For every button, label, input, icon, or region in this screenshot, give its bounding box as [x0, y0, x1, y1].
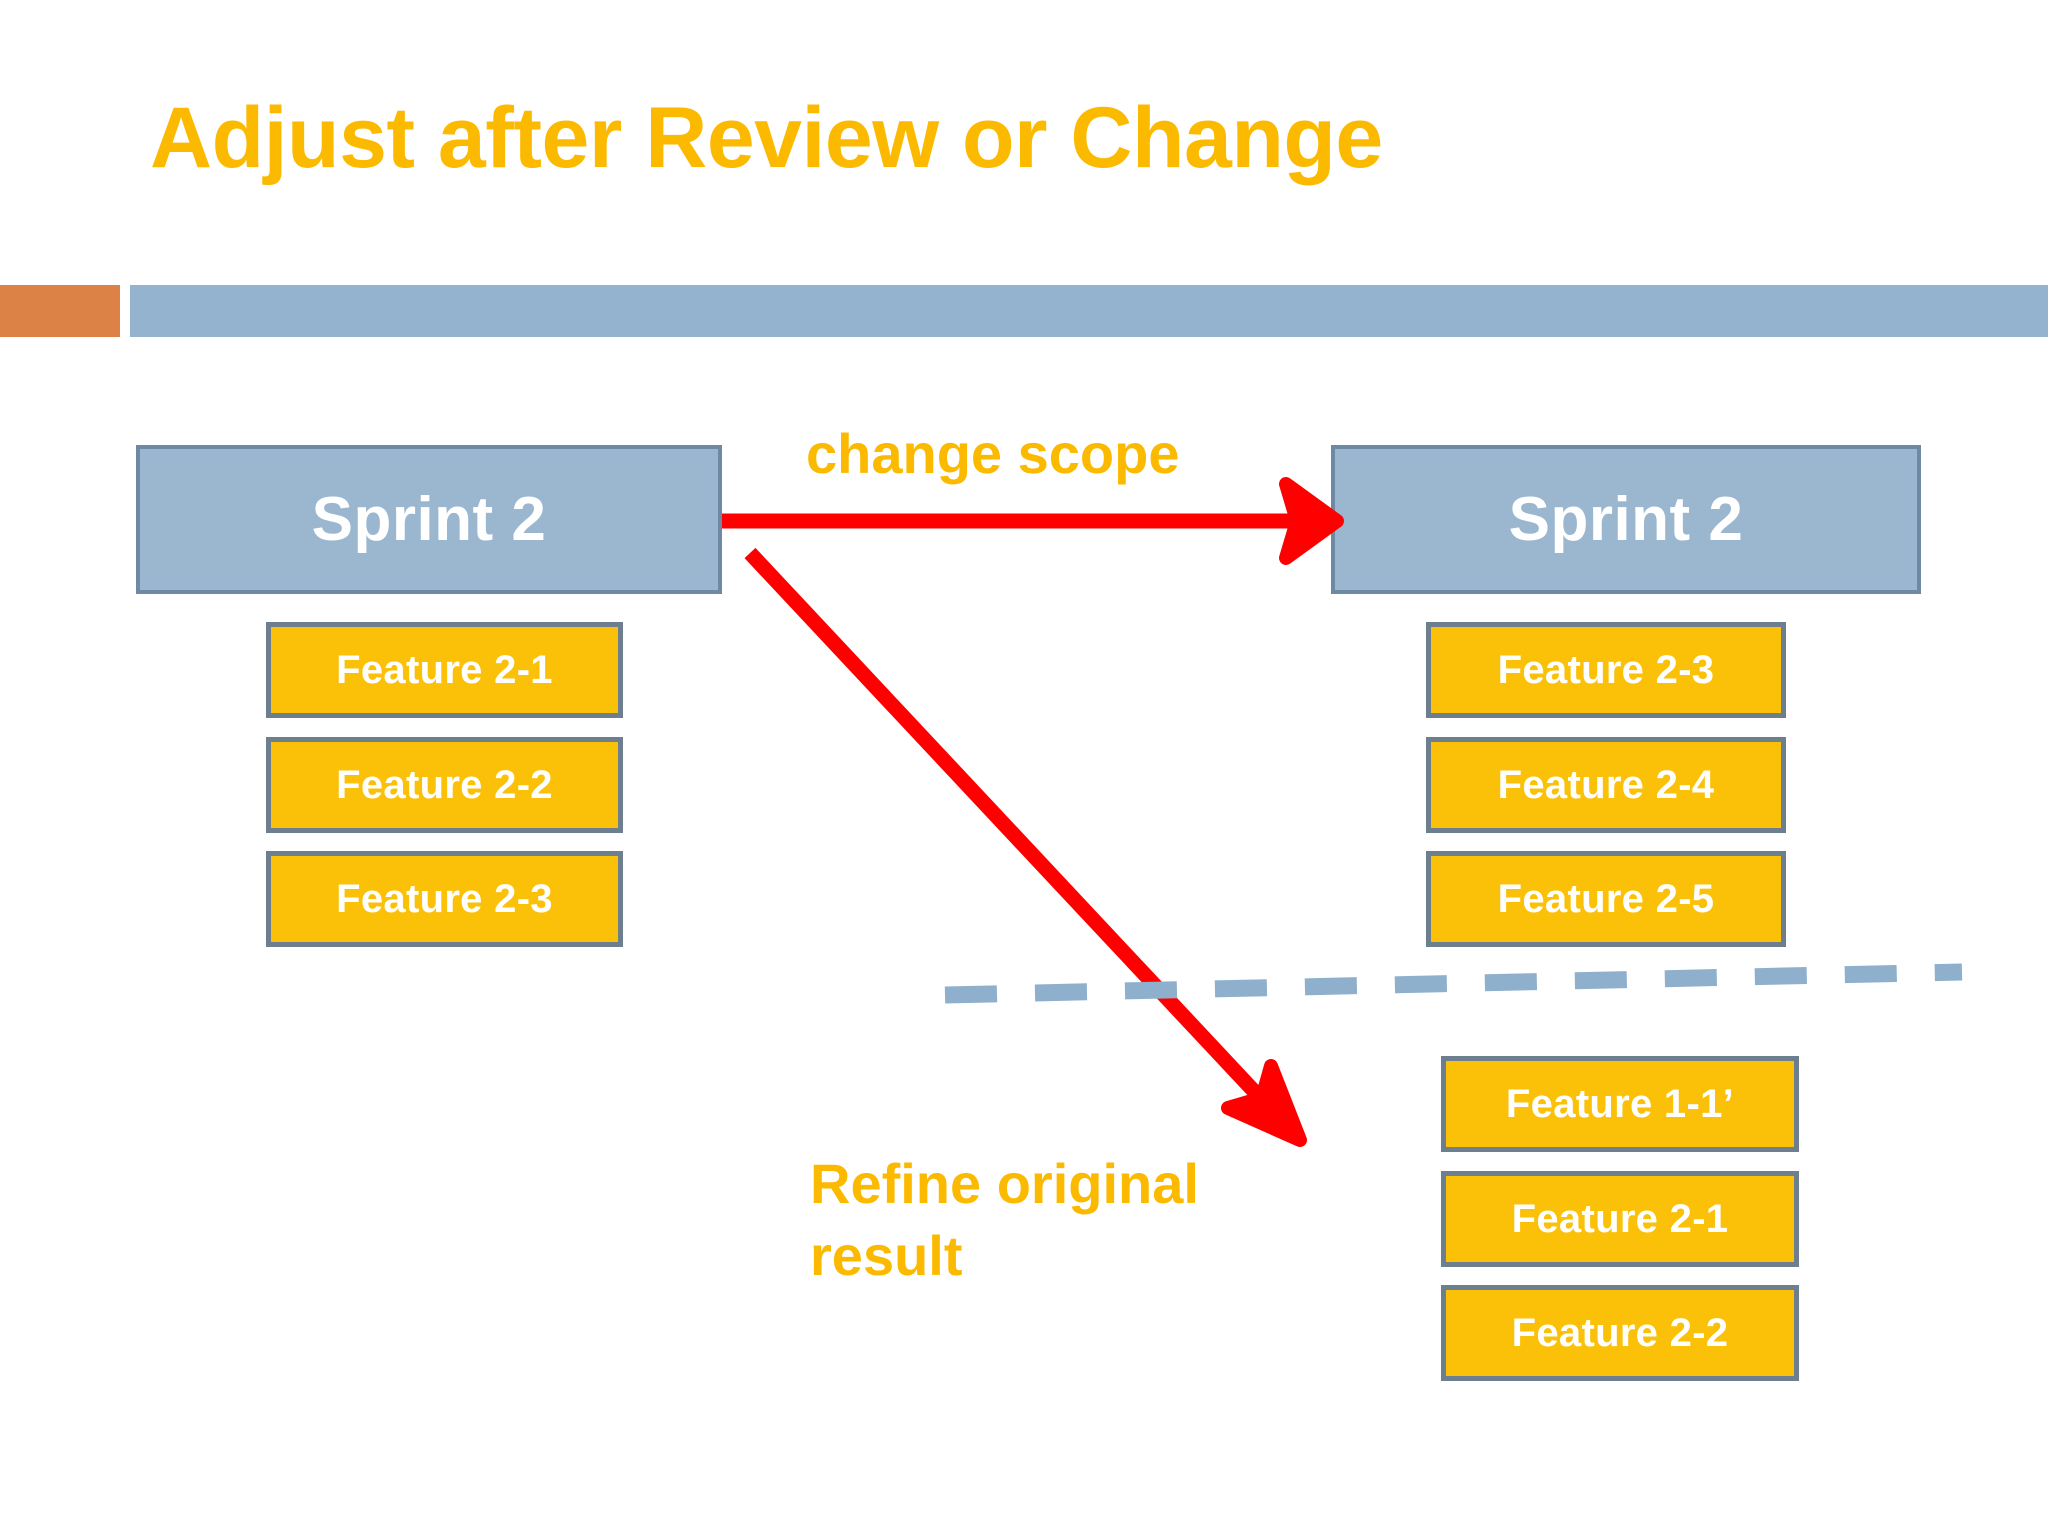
feature-chip-label: Feature 2-1 — [336, 647, 553, 692]
annotation-change-scope: change scope — [806, 422, 1180, 485]
change-scope-arrow-icon — [722, 477, 1344, 565]
annotation-refine-original-result: Refine original result — [810, 1152, 1199, 1287]
sprint-box-right[interactable]: Sprint 2 — [1331, 445, 1921, 594]
refine-original-arrow-icon — [744, 547, 1307, 1147]
feature-chip-label: Feature 2-1 — [1511, 1196, 1729, 1241]
feature-chip-label: Feature 1-1’ — [1505, 1081, 1735, 1126]
feature-chip-right-2[interactable]: Feature 2-4 — [1426, 737, 1786, 833]
feature-chip-left-3[interactable]: Feature 2-3 — [266, 851, 623, 947]
title-rule-orange — [0, 285, 120, 337]
feature-chip-left-1[interactable]: Feature 2-1 — [266, 622, 623, 718]
feature-chip-label: Feature 2-2 — [336, 762, 553, 807]
feature-chip-below-2[interactable]: Feature 2-1 — [1441, 1171, 1799, 1267]
feature-chip-below-1[interactable]: Feature 1-1’ — [1441, 1056, 1799, 1152]
title-rule-blue — [130, 285, 2048, 337]
feature-chip-right-1[interactable]: Feature 2-3 — [1426, 622, 1786, 718]
feature-chip-label: Feature 2-4 — [1497, 762, 1715, 807]
sprint-box-left-label: Sprint 2 — [311, 485, 547, 554]
page-title: Adjust after Review or Change — [150, 90, 1383, 186]
feature-chip-right-3[interactable]: Feature 2-5 — [1426, 851, 1786, 947]
sprint-box-right-label: Sprint 2 — [1508, 485, 1744, 554]
feature-chip-label: Feature 2-5 — [1497, 876, 1715, 921]
feature-chip-left-2[interactable]: Feature 2-2 — [266, 737, 623, 833]
feature-chip-label: Feature 2-3 — [336, 876, 553, 921]
sprint-box-left[interactable]: Sprint 2 — [136, 445, 722, 594]
feature-chip-below-3[interactable]: Feature 2-2 — [1441, 1285, 1799, 1381]
feature-chip-label: Feature 2-2 — [1511, 1310, 1729, 1355]
scope-divider-dashed-line — [944, 963, 1963, 1004]
feature-chip-label: Feature 2-3 — [1497, 647, 1715, 692]
